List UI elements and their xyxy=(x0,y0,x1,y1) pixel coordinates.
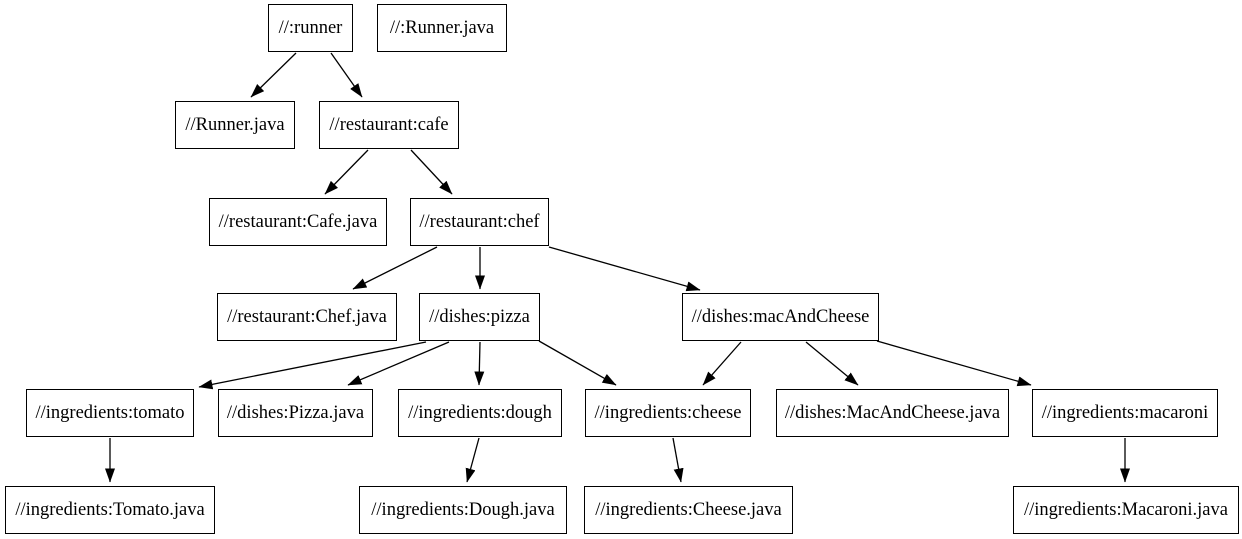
node-ingredients-tomato: //ingredients:tomato xyxy=(26,389,194,437)
node-ingredients-macaroni: //ingredients:macaroni xyxy=(1032,389,1218,437)
edge-macandcheese-to-cheese xyxy=(702,341,742,386)
node-ingredients-macaroni-java: //ingredients:Macaroni.java xyxy=(1013,486,1239,534)
edge-chef-to-macandcheese xyxy=(548,246,701,292)
node-restaurant-cafe-java: //restaurant:Cafe.java xyxy=(209,198,387,246)
node-ingredients-dough: //ingredients:dough xyxy=(398,389,562,437)
node-ingredients-cheese: //ingredients:cheese xyxy=(585,389,751,437)
node-runner-java: //Runner.java xyxy=(175,101,295,149)
edge-pizza-to-tomato xyxy=(198,341,427,390)
node-runner: //:runner xyxy=(268,4,353,52)
edge-pizza-to-cheese xyxy=(538,340,617,386)
edge-cafe-to-chef xyxy=(410,149,453,195)
edge-cheese-to-cheese-java xyxy=(672,437,684,483)
edge-chef-to-chef-java xyxy=(352,246,438,290)
node-restaurant-chef-java: //restaurant:Chef.java xyxy=(217,293,397,341)
edge-pizza-to-dough xyxy=(474,341,485,386)
edge-cafe-to-cafe-java xyxy=(324,149,369,195)
edge-pizza-to-pizza-java xyxy=(347,341,450,386)
edge-macandcheese-to-macaroni xyxy=(876,340,1032,387)
node-dishes-macandcheese: //dishes:macAndCheese xyxy=(682,293,879,341)
node-runner-java-root: //:Runner.java xyxy=(377,4,507,52)
edge-dough-to-dough-java xyxy=(465,437,480,483)
node-restaurant-chef: //restaurant:chef xyxy=(410,198,549,246)
node-ingredients-tomato-java: //ingredients:Tomato.java xyxy=(5,486,215,534)
edge-macandcheese-to-macandcheese-java xyxy=(805,341,859,386)
edge-runner-to-cafe xyxy=(330,52,363,98)
node-dishes-macandcheese-java: //dishes:MacAndCheese.java xyxy=(776,389,1009,437)
node-ingredients-dough-java: //ingredients:Dough.java xyxy=(359,486,567,534)
node-restaurant-cafe: //restaurant:cafe xyxy=(319,101,459,149)
node-dishes-pizza-java: //dishes:Pizza.java xyxy=(218,389,373,437)
node-dishes-pizza: //dishes:pizza xyxy=(419,293,540,341)
node-ingredients-cheese-java: //ingredients:Cheese.java xyxy=(584,486,793,534)
edge-runner-to-runner-java xyxy=(250,52,297,98)
